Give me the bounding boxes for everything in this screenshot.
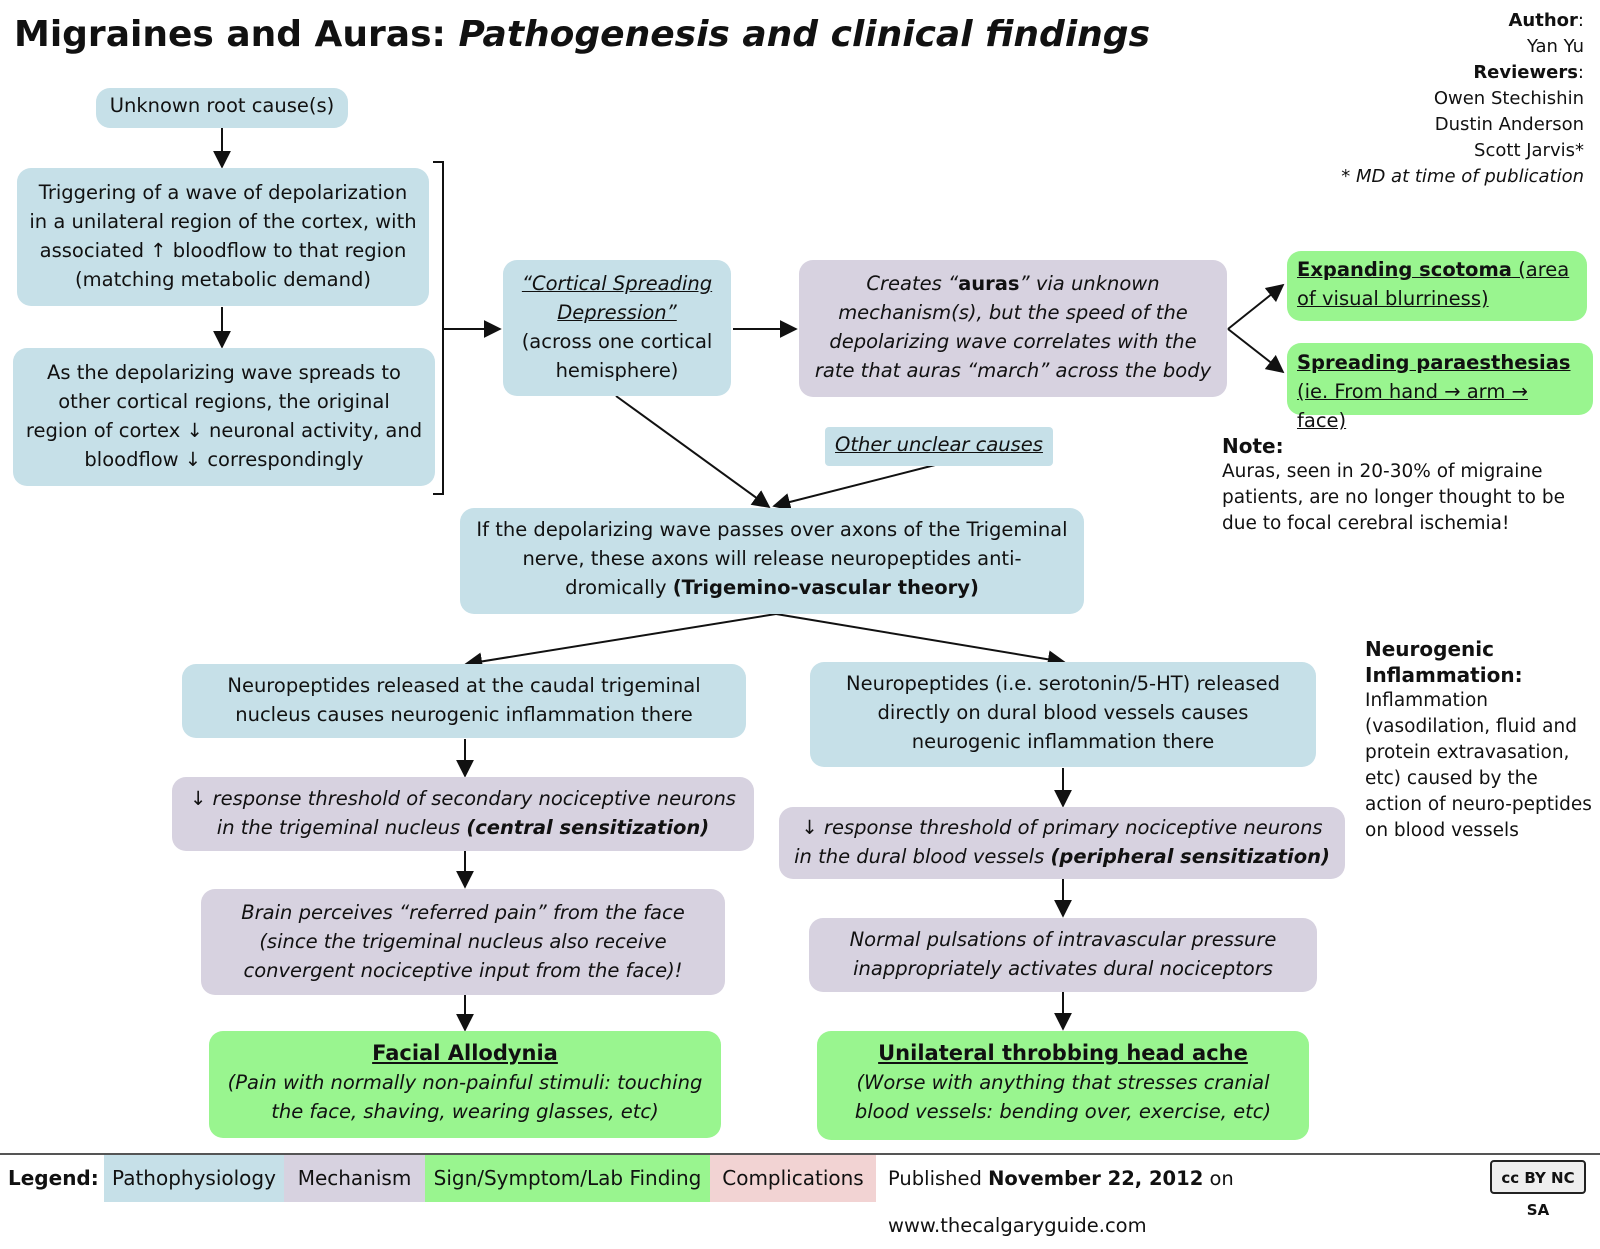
other-causes-text: Other unclear causes xyxy=(835,433,1043,456)
paraesthesias-box: Spreading paraesthesias (ie. From hand →… xyxy=(1287,343,1593,432)
central-sensitization-box: ↓ response threshold of secondary nocice… xyxy=(172,777,754,851)
headache-title: Unilateral throbbing head ache xyxy=(878,1041,1248,1065)
note-label: Note: xyxy=(1222,434,1284,458)
csd-title: “Cortical Spreading Depression” xyxy=(521,272,713,324)
caudal-nucleus-box: Neuropeptides released at the caudal tri… xyxy=(182,664,746,738)
peripheral-text: ↓ response threshold of primary nocicept… xyxy=(794,816,1323,868)
published-date: November 22, 2012 xyxy=(988,1167,1204,1190)
title-main: Migraines and Auras: xyxy=(14,14,446,55)
published-prefix: Published xyxy=(888,1167,989,1190)
spread-text: As the depolarizing wave spreads to othe… xyxy=(25,361,423,471)
author-name: Yan Yu xyxy=(1526,36,1584,57)
aura-text-c: ” via unknown mechanism(s), but the spee… xyxy=(814,272,1212,382)
pulsation-text: Normal pulsations of intravascular press… xyxy=(849,928,1277,980)
facial-allodynia-text: (Pain with normally non-painful stimuli:… xyxy=(227,1071,703,1123)
arrow-aura-paraesthesias xyxy=(1227,328,1285,374)
trigeminal-theory: (Trigemino-vascular theory) xyxy=(672,576,979,599)
trigger-box: Triggering of a wave of depolarization i… xyxy=(17,168,429,306)
headache-text: (Worse with anything that stresses crani… xyxy=(854,1071,1272,1123)
scotoma-title: Expanding scotoma xyxy=(1297,258,1512,281)
arrow-other-trigeminal xyxy=(772,463,940,511)
cc-license-icon[interactable]: cc BY NC SA xyxy=(1490,1160,1586,1219)
root-cause-text: Unknown root cause(s) xyxy=(109,94,335,117)
reviewer-name: Dustin Anderson xyxy=(1434,114,1584,135)
paraesthesias-text: (ie. From hand → arm → face) xyxy=(1297,380,1528,432)
scotoma-text: (area of visual blurriness) xyxy=(1297,258,1570,310)
reviewer-name: Scott Jarvis* xyxy=(1474,140,1584,161)
dural-vessels-text: Neuropeptides (i.e. serotonin/5-HT) rele… xyxy=(846,672,1280,753)
legend-sign-symptom: Sign/Symptom/Lab Finding xyxy=(425,1155,710,1202)
spread-box: As the depolarizing wave spreads to othe… xyxy=(13,348,435,486)
page-title: Migraines and Auras: Pathogenesis and cl… xyxy=(14,14,1150,55)
facial-allodynia-title: Facial Allodynia xyxy=(372,1041,558,1065)
credits: Author: Yan Yu Reviewers: Owen Stechishi… xyxy=(1341,8,1584,190)
legend-mechanism: Mechanism xyxy=(284,1155,425,1202)
csd-box: “Cortical Spreading Depression” (across … xyxy=(503,260,731,396)
author-label: Author xyxy=(1508,10,1578,31)
arrow-csd-trigeminal xyxy=(615,395,771,509)
peripheral-sensitization-label: (peripheral sensitization) xyxy=(1050,845,1330,868)
facial-allodynia-box: Facial Allodynia (Pain with normally non… xyxy=(209,1031,721,1138)
legend-pathophysiology: Pathophysiology xyxy=(104,1155,284,1202)
neurogenic-label: Neurogenic Inflammation: xyxy=(1365,637,1523,687)
referred-pain-text: Brain perceives “referred pain” from the… xyxy=(241,901,685,982)
arrow-aura-scotoma xyxy=(1227,283,1285,330)
legend-complications: Complications xyxy=(710,1155,876,1202)
legend-label: Legend: xyxy=(8,1166,99,1190)
root-cause-box: Unknown root cause(s) xyxy=(96,88,348,128)
trigeminal-text: If the depolarizing wave passes over axo… xyxy=(476,518,1068,599)
neurogenic-note: Neurogenic Inflammation: Inflammation (v… xyxy=(1365,636,1595,844)
central-sensitization-label: (central sensitization) xyxy=(466,816,710,839)
published-line: Published November 22, 2012 on www.theca… xyxy=(888,1155,1488,1237)
aura-note: Note: Auras, seen in 20-30% of migraine … xyxy=(1222,433,1582,537)
reviewers-label: Reviewers xyxy=(1473,62,1578,83)
title-sub: Pathogenesis and clinical findings xyxy=(458,14,1150,55)
other-causes-box: Other unclear causes xyxy=(825,427,1053,466)
caudal-nucleus-text: Neuropeptides released at the caudal tri… xyxy=(227,674,701,726)
trigeminal-box: If the depolarizing wave passes over axo… xyxy=(460,508,1084,614)
reviewer-name: Owen Stechishin xyxy=(1433,88,1584,109)
referred-pain-box: Brain perceives “referred pain” from the… xyxy=(201,889,725,995)
connector-lines xyxy=(213,127,1285,1032)
pulsation-box: Normal pulsations of intravascular press… xyxy=(809,918,1317,992)
legend-bar: Legend: Pathophysiology Mechanism Sign/S… xyxy=(0,1153,1600,1237)
scotoma-box: Expanding scotoma (area of visual blurri… xyxy=(1287,251,1587,321)
aura-term: auras xyxy=(958,272,1020,295)
dural-vessels-box: Neuropeptides (i.e. serotonin/5-HT) rele… xyxy=(810,662,1316,767)
arrow-trigeminal-caudal xyxy=(464,613,777,671)
aura-mechanism-box: Creates “auras” via unknown mechanism(s)… xyxy=(799,260,1227,397)
peripheral-sensitization-box: ↓ response threshold of primary nocicept… xyxy=(779,807,1345,879)
note-text: Auras, seen in 20-30% of migraine patien… xyxy=(1222,461,1565,534)
neurogenic-text: Inflammation (vasodilation, fluid and pr… xyxy=(1365,690,1592,841)
credits-footnote: * MD at time of publication xyxy=(1341,166,1584,187)
arrow-trigeminal-dural xyxy=(775,613,1066,669)
trigger-text: Triggering of a wave of depolarization i… xyxy=(29,181,417,291)
paraesthesias-title: Spreading paraesthesias xyxy=(1297,351,1571,374)
central-text: ↓ response threshold of secondary nocice… xyxy=(190,787,736,839)
headache-box: Unilateral throbbing head ache (Worse wi… xyxy=(817,1031,1309,1140)
aura-text-a: Creates “ xyxy=(866,272,959,295)
csd-text: (across one cortical hemisphere) xyxy=(521,330,713,382)
